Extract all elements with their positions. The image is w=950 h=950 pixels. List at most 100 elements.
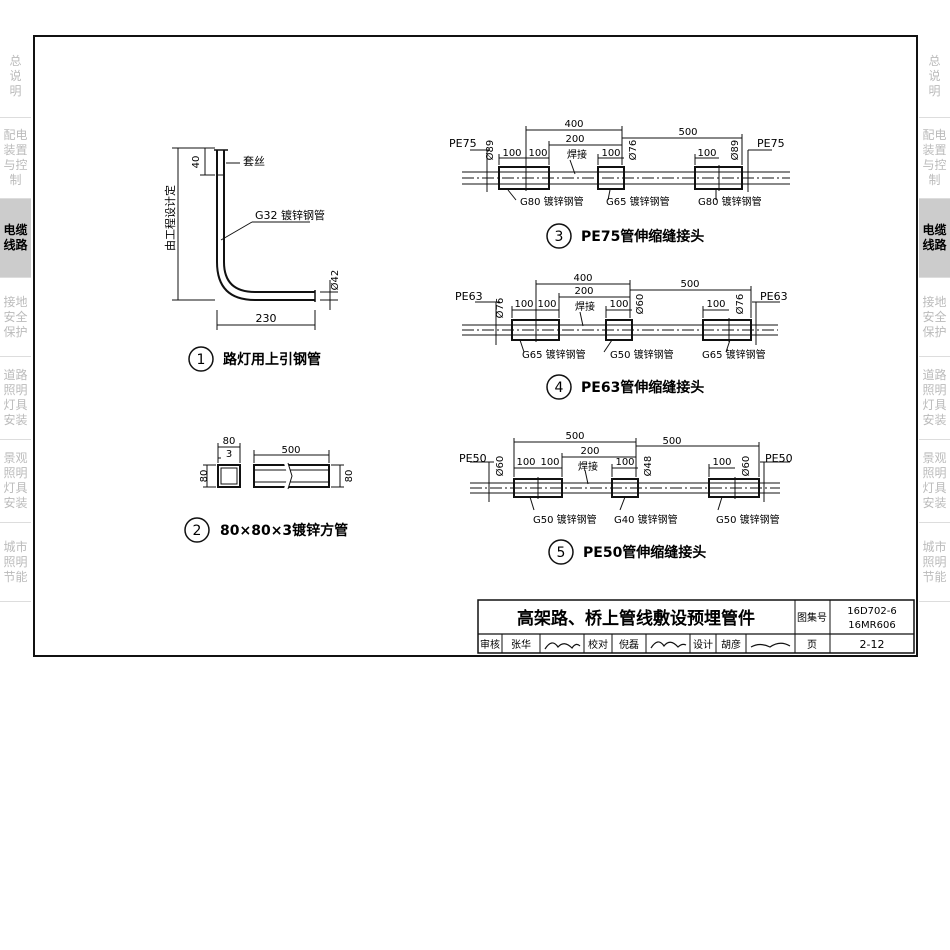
sidebar-tab-cable[interactable]: 电缆线路: [0, 199, 31, 278]
fig4-pe-right: PE63: [760, 290, 788, 303]
fig1-thread-label: 套丝: [243, 155, 265, 168]
sidebar-tab-road-lighting[interactable]: 道路照明灯具安装: [0, 357, 31, 440]
fig1-drawing: [172, 147, 338, 372]
sidebar-right-grounding[interactable]: 接地安全保护: [919, 278, 950, 357]
fig4-pe-left: PE63: [455, 290, 483, 303]
sidebar-tab-label: 景观照明灯具安装: [922, 451, 947, 510]
fig3-pe-right: PE75: [757, 137, 785, 150]
fig3-d-right: Ø89: [729, 140, 741, 161]
fig2-dim-3: 3: [226, 449, 232, 460]
fig3-d-mid: Ø76: [627, 140, 639, 161]
fig3-pipe-1: G80 镀锌钢管: [520, 195, 584, 208]
fig3-pe-left: PE75: [449, 137, 477, 150]
sidebar-tab-label: 城市照明节能: [3, 539, 28, 584]
sidebar-tab-label: 配电装置与控制: [922, 128, 947, 187]
fig1-dim-top: 40: [191, 156, 202, 169]
fig5-dim-200: 200: [580, 446, 599, 457]
fig5-weld: 焊接: [578, 460, 598, 473]
title-text: 高架路、桥上管线敷设预埋管件: [517, 608, 755, 629]
fig4-dim-100-b: 100: [537, 299, 556, 310]
fig1-caption: 路灯用上引钢管: [223, 351, 321, 368]
sidebar-tab-landscape[interactable]: 景观照明灯具安装: [0, 440, 31, 523]
fig5-dim-100-a: 100: [516, 457, 535, 468]
fig4-pipe-2: G50 镀锌钢管: [610, 348, 674, 361]
fig5-dim-500-a: 500: [565, 431, 584, 442]
fig2-dim-80-top: 80: [223, 436, 236, 447]
sidebar-tab-label: 总说明: [9, 53, 22, 98]
fig1-dim-dia: Ø42: [329, 270, 341, 291]
fig2-drawing: [184, 443, 344, 543]
fig4-dim-200: 200: [574, 286, 593, 297]
sidebar-tab-distribution[interactable]: 配电装置与控制: [0, 118, 31, 199]
fig3-num: 3: [555, 229, 564, 245]
fig4-dim-100-a: 100: [514, 299, 533, 310]
fig4-caption: PE63管伸缩缝接头: [581, 379, 704, 396]
fig4-num: 4: [555, 380, 564, 396]
fig3-dim-100-a: 100: [502, 148, 521, 159]
page-no: 2-12: [860, 638, 885, 651]
fig4-dim-400: 400: [573, 273, 592, 284]
sidebar-tab-general[interactable]: 总说明: [0, 35, 31, 118]
fig4-weld: 焊接: [575, 300, 595, 313]
sidebar-tab-grounding[interactable]: 接地安全保护: [0, 278, 31, 357]
fig4-drawing: [462, 280, 780, 400]
sidebar-tab-label: 景观照明灯具安装: [3, 451, 28, 510]
sidebar-tab-label: 道路照明灯具安装: [922, 368, 947, 427]
fig5-d-left: Ø60: [494, 456, 506, 477]
fig3-dim-100-b: 100: [528, 148, 547, 159]
sidebar-tab-label: 总说明: [928, 53, 941, 98]
sidebar-right-energy[interactable]: 城市照明节能: [919, 523, 950, 602]
fig3-dim-400: 400: [564, 119, 583, 130]
fig5-caption: PE50管伸缩缝接头: [583, 544, 706, 561]
review-name: 张华: [511, 638, 531, 651]
title-block-grid: [477, 599, 915, 654]
sidebar-right-general[interactable]: 总说明: [919, 35, 950, 118]
sidebar-tab-label: 接地安全保护: [3, 294, 28, 339]
sidebar-right-landscape[interactable]: 景观照明灯具安装: [919, 440, 950, 523]
sidebar-right-cable[interactable]: 电缆线路: [919, 199, 950, 278]
fig4-pipe-1: G65 镀锌钢管: [522, 348, 586, 361]
sidebar-tab-label: 城市照明节能: [922, 539, 947, 584]
fig2-dim-80-left: 80: [199, 470, 210, 483]
sidebar-tab-energy[interactable]: 城市照明节能: [0, 523, 31, 602]
sidebar-tab-label: 接地安全保护: [922, 294, 947, 339]
check-label: 校对: [588, 638, 608, 651]
fig4-dim-500: 500: [680, 279, 699, 290]
fig5-dim-100-c: 100: [615, 457, 634, 468]
fig3-dim-500: 500: [678, 127, 697, 138]
atlas-no-2: 16MR606: [848, 620, 895, 631]
sidebar-tab-label: 配电装置与控制: [3, 128, 28, 187]
review-label: 审核: [480, 638, 500, 651]
sidebar-right-distribution[interactable]: 配电装置与控制: [919, 118, 950, 199]
fig1-num: 1: [197, 352, 206, 368]
fig3-weld: 焊接: [567, 148, 587, 161]
sidebar-right-road-lighting[interactable]: 道路照明灯具安装: [919, 357, 950, 440]
fig3-pipe-3: G80 镀锌钢管: [698, 195, 762, 208]
fig5-dim-100-b: 100: [540, 457, 559, 468]
sidebar-tab-label: 电缆线路: [922, 223, 947, 252]
fig4-d-left: Ø76: [494, 298, 506, 319]
fig4-d-right: Ø76: [734, 294, 746, 315]
drawing-frame: [33, 35, 918, 657]
fig5-pe-right: PE50: [765, 452, 793, 465]
fig4-dim-100-d: 100: [706, 299, 725, 310]
fig3-dim-100-d: 100: [697, 148, 716, 159]
fig5-d-mid: Ø48: [642, 456, 654, 477]
fig5-drawing: [470, 438, 790, 565]
fig5-dim-100-d: 100: [712, 457, 731, 468]
check-name: 倪磊: [619, 639, 639, 651]
fig5-pipe-3: G50 镀锌钢管: [716, 513, 780, 526]
atlas-no-1: 16D702-6: [847, 606, 896, 617]
fig2-dim-500: 500: [281, 445, 300, 456]
fig5-pipe-1: G50 镀锌钢管: [533, 513, 597, 526]
fig2-caption: 80×80×3镀锌方管: [220, 522, 348, 539]
page-label: 页: [807, 639, 817, 651]
fig3-d-left: Ø89: [484, 140, 496, 161]
design-label: 设计: [693, 638, 713, 651]
design-name: 胡彦: [721, 638, 741, 651]
fig5-dim-500-b: 500: [662, 436, 681, 447]
fig3-dim-200: 200: [565, 134, 584, 145]
atlas-label: 图集号: [797, 611, 827, 624]
fig2-dim-80-right: 80: [344, 470, 355, 483]
